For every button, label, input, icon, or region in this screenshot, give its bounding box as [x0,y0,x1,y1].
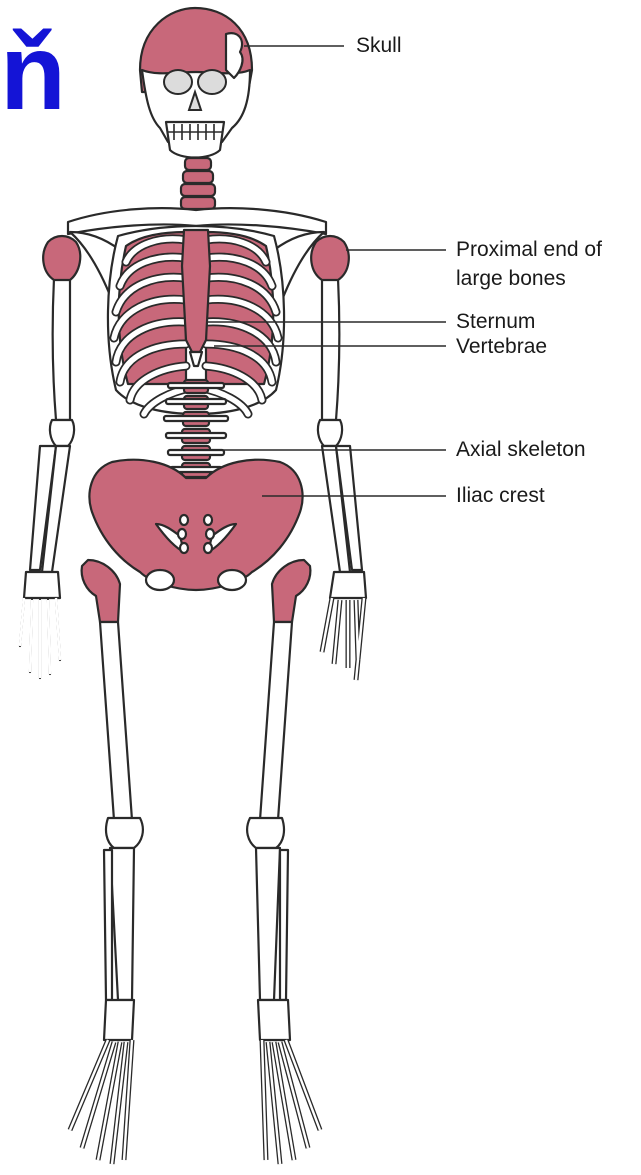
left-humerus-shaft [53,278,70,420]
right-leg [247,560,320,1164]
cervical-spine [181,158,215,209]
right-fibula [280,850,288,1000]
label-vertebrae: Vertebrae [456,334,547,360]
right-femur-head [272,560,310,622]
left-carpals [24,572,60,598]
right-elbow [318,420,342,446]
label-axial-skeleton: Axial skeleton [456,437,586,463]
label-iliac-crest: Iliac crest [456,483,545,509]
left-tarsals [104,1000,134,1040]
right-carpals [330,572,366,598]
left-tibia [110,848,134,1000]
sternum [182,230,210,352]
left-eye-socket [164,70,192,94]
right-tibia [256,848,280,1000]
left-obturator [146,570,174,590]
left-femur-shaft [100,622,132,820]
right-eye-socket [198,70,226,94]
right-humerus-head [311,236,349,280]
left-fibula [104,850,112,1000]
label-proximal-line1: Proximal end of [456,237,602,263]
right-tarsals [258,1000,290,1040]
skull [140,8,252,158]
pelvis-bone [89,460,302,590]
right-arm [311,236,366,680]
right-obturator [218,570,246,590]
left-leg [70,560,143,1164]
right-knee [247,818,284,848]
right-femur-shaft [260,622,292,820]
label-sternum: Sternum [456,309,535,335]
right-humerus-shaft [322,278,339,420]
pelvis [89,460,302,590]
left-knee [106,818,143,848]
skull-temporal [226,33,242,78]
left-femur-head [82,560,120,622]
left-humerus-head [43,236,80,280]
left-elbow [50,420,74,446]
label-skull: Skull [356,33,402,59]
label-proximal-line2: large bones [456,266,566,292]
left-arm [20,236,80,678]
